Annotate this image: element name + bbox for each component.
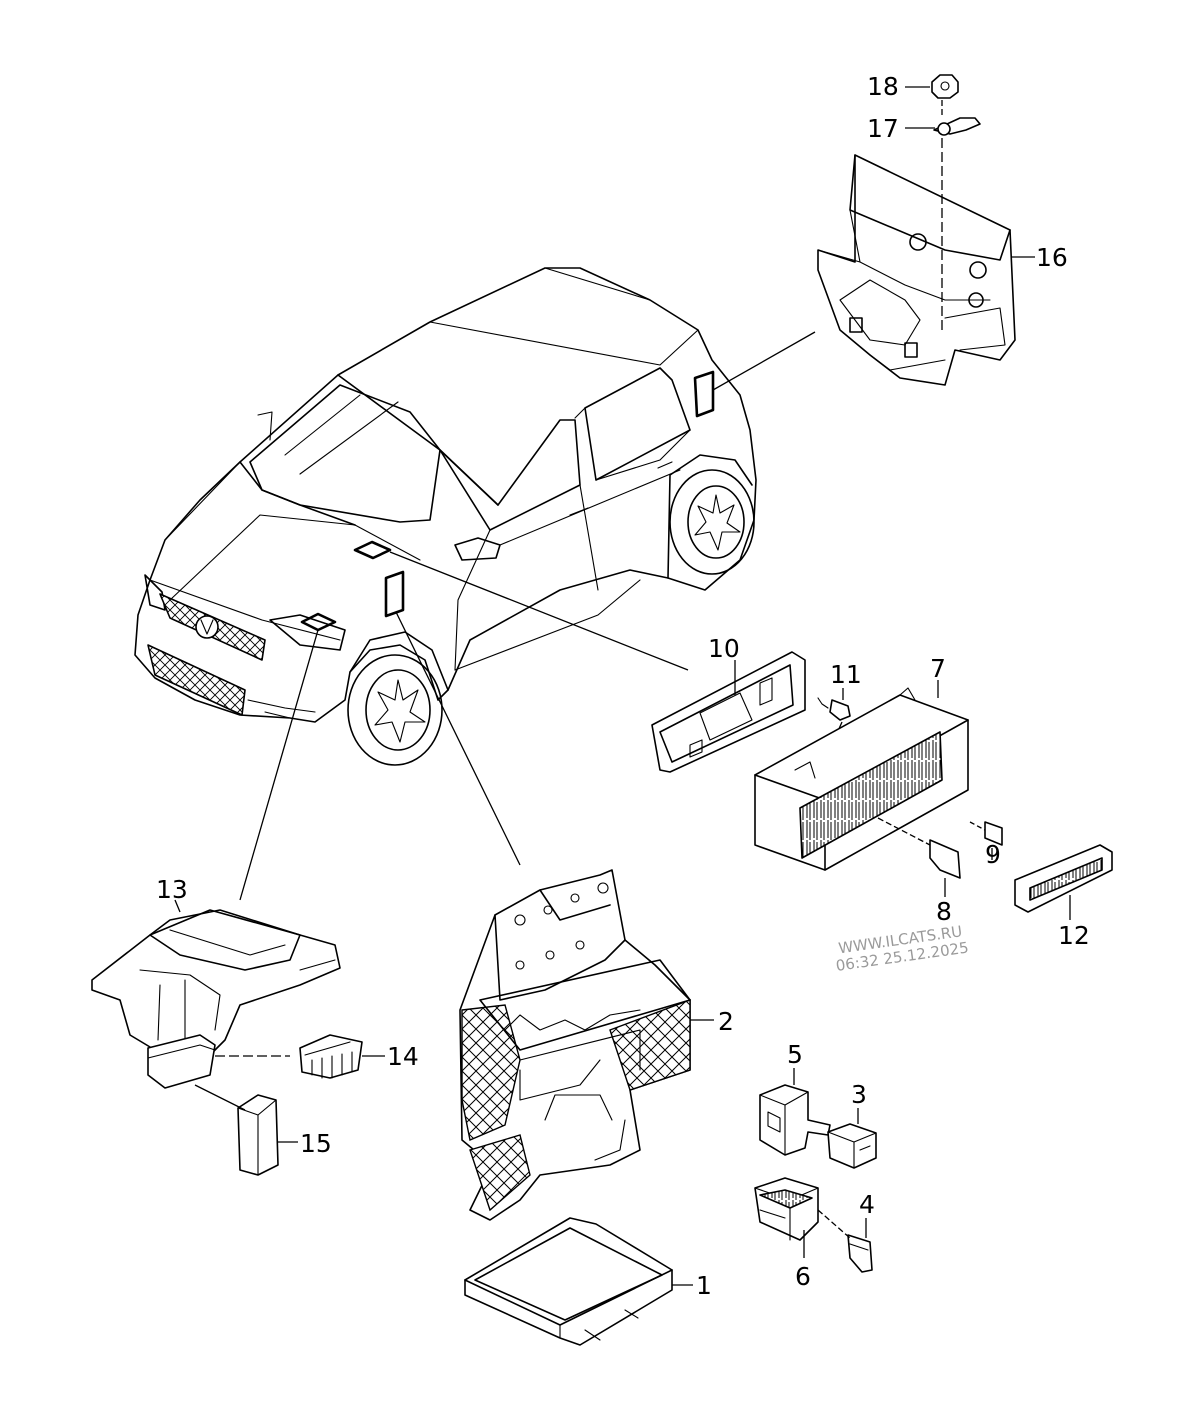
washer-part-17 — [933, 117, 981, 136]
callout-labels: 18 17 16 10 11 7 9 8 12 13 14 15 2 5 3 4… — [156, 72, 1090, 1300]
callout-5: 5 — [787, 1040, 803, 1069]
nut-part-18 — [931, 74, 959, 99]
assembly-line-15 — [194, 1084, 246, 1111]
callout-17: 17 — [867, 114, 899, 143]
callout-1: 1 — [696, 1271, 712, 1300]
relay-socket-part-14 — [299, 1034, 363, 1079]
callout-18: 18 — [867, 72, 899, 101]
car-leader-lines — [239, 331, 816, 901]
relay-part-15 — [237, 1094, 279, 1176]
screw-part-11 — [817, 697, 851, 721]
callout-3: 3 — [851, 1080, 867, 1109]
callout-4: 4 — [859, 1190, 875, 1219]
bracket-part-16 — [817, 154, 1016, 386]
assembly-line-8 — [877, 817, 931, 846]
assembly-line-9 — [969, 821, 986, 831]
carrier-part-2 — [459, 869, 691, 1221]
bracket-part-13 — [91, 909, 341, 1089]
fuse-strip-part-12 — [1014, 844, 1113, 913]
callout-14: 14 — [387, 1042, 419, 1071]
control-unit-part-1 — [464, 1217, 673, 1346]
callout-13: 13 — [156, 875, 188, 904]
callout-16: 16 — [1036, 243, 1068, 272]
callout-10: 10 — [708, 634, 740, 663]
watermark: WWW.ILCATS.RU 06:32 25.12.2025 — [835, 922, 970, 975]
callout-2: 2 — [718, 1007, 734, 1036]
fuse-part-8 — [929, 839, 961, 879]
fuse-part-9 — [984, 821, 1003, 846]
assembly-line-4 — [817, 1209, 851, 1239]
callout-7: 7 — [930, 654, 946, 683]
callout-12: 12 — [1058, 921, 1090, 950]
callout-8: 8 — [936, 897, 952, 926]
fuse-part-4 — [847, 1234, 873, 1273]
leader-13 — [174, 899, 181, 913]
callout-15: 15 — [300, 1129, 332, 1158]
car-illustration — [134, 267, 757, 766]
fuse-box-part-7 — [754, 687, 969, 871]
relay-part-3 — [827, 1123, 877, 1169]
cover-part-10 — [651, 651, 806, 773]
callout-6: 6 — [795, 1262, 811, 1291]
callout-9: 9 — [985, 840, 1001, 869]
callout-11: 11 — [830, 660, 862, 689]
relay-holder-part-5 — [759, 1084, 831, 1156]
relay-holder-part-6 — [754, 1177, 819, 1241]
